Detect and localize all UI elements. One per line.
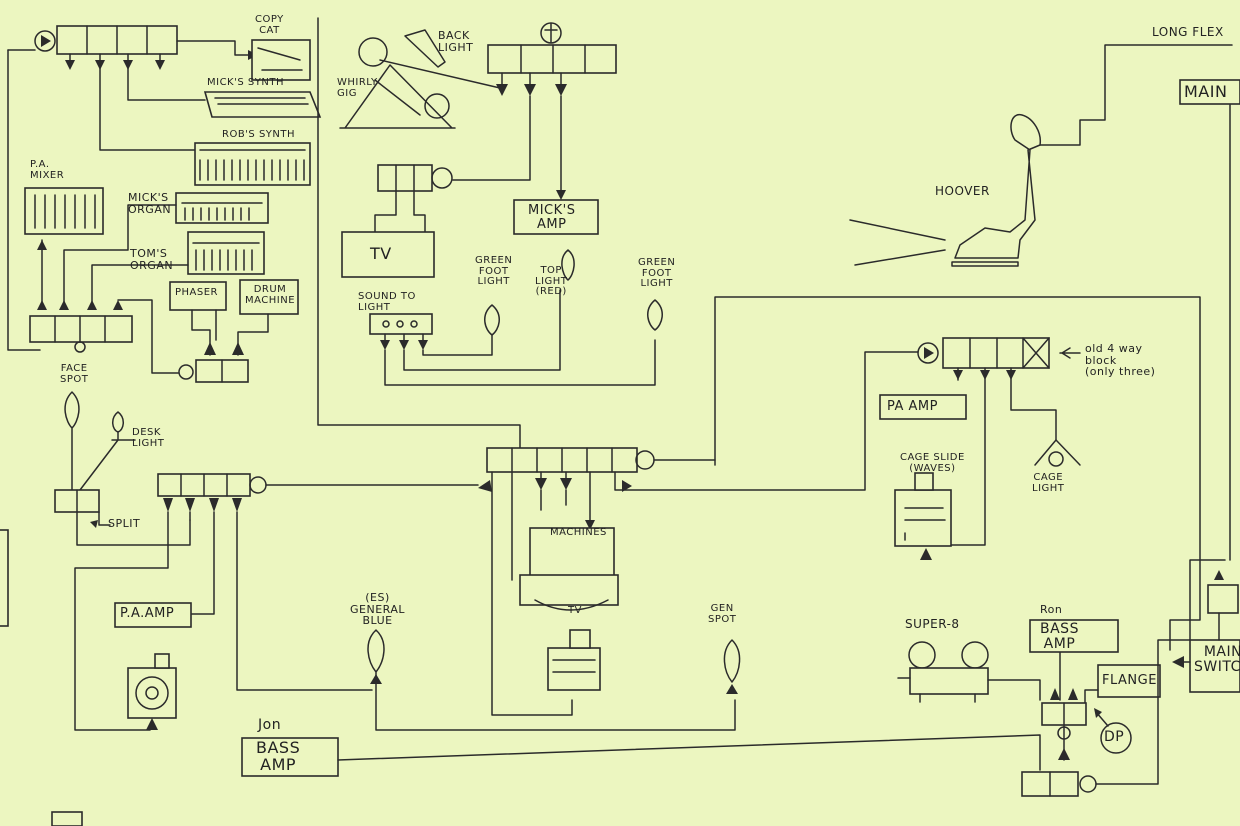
whirly-gig-drawing bbox=[339, 37, 456, 129]
flange-box bbox=[1097, 664, 1161, 698]
sound-to-light-box bbox=[369, 313, 433, 335]
ron-bass-amp-box bbox=[1029, 619, 1119, 653]
top-light-block bbox=[487, 44, 617, 74]
phaser-label: PHASER bbox=[175, 287, 219, 298]
cage-slide-drawing bbox=[894, 472, 952, 560]
jon-bass-amp-box bbox=[241, 737, 339, 777]
hoover-drawing bbox=[849, 114, 1042, 267]
tv-label: TV bbox=[370, 244, 392, 263]
copy-cat-box bbox=[251, 39, 311, 81]
phaser-box bbox=[169, 281, 227, 311]
cage-slide-label: CAGE SLIDE(WAVES) bbox=[900, 452, 965, 474]
long-flex-label: LONG FLEX bbox=[1152, 25, 1224, 39]
ron-label: Ron bbox=[1040, 603, 1063, 616]
hoover-label: HOOVER bbox=[935, 184, 990, 198]
robs-synth-label: ROB'S SYNTH bbox=[222, 129, 296, 140]
micks-synth-label: MICK'S SYNTH bbox=[207, 77, 284, 88]
super8-projector-drawing bbox=[897, 641, 989, 703]
pa-amp-right-label: PA AMP bbox=[887, 399, 938, 414]
tv-box bbox=[341, 231, 435, 278]
top-left-power-block bbox=[34, 25, 178, 55]
pa-mixer-box bbox=[24, 187, 104, 235]
mains-label: MAIN bbox=[1184, 82, 1228, 101]
mains-switch-box bbox=[1189, 639, 1240, 693]
machines-label: MACHINES bbox=[550, 527, 607, 538]
flange-label: FLANGE bbox=[1102, 673, 1157, 688]
pa-amp-left-label: P.A.AMP bbox=[120, 606, 175, 621]
dp-label: DP bbox=[1104, 729, 1125, 745]
machine-drawing bbox=[547, 629, 601, 691]
jon-label: Jon bbox=[258, 717, 282, 733]
four-way-block bbox=[942, 337, 1050, 369]
split-label: SPLIT bbox=[108, 517, 141, 530]
speaker-drawing bbox=[127, 653, 177, 730]
pa-amp-right-box bbox=[879, 394, 967, 420]
micks-organ-box bbox=[175, 192, 269, 224]
left-power-block bbox=[29, 315, 133, 343]
pa-mixer-label: P.A.MIXER bbox=[30, 159, 65, 181]
pa-amp-left-box bbox=[114, 602, 192, 628]
micks-amp-box bbox=[513, 199, 599, 235]
mains-switch-label: MAINSWITCH bbox=[1194, 644, 1240, 675]
super8-label: SUPER-8 bbox=[905, 617, 960, 631]
tv-small-label: TV bbox=[568, 605, 582, 616]
drum-machine-box bbox=[239, 279, 299, 315]
